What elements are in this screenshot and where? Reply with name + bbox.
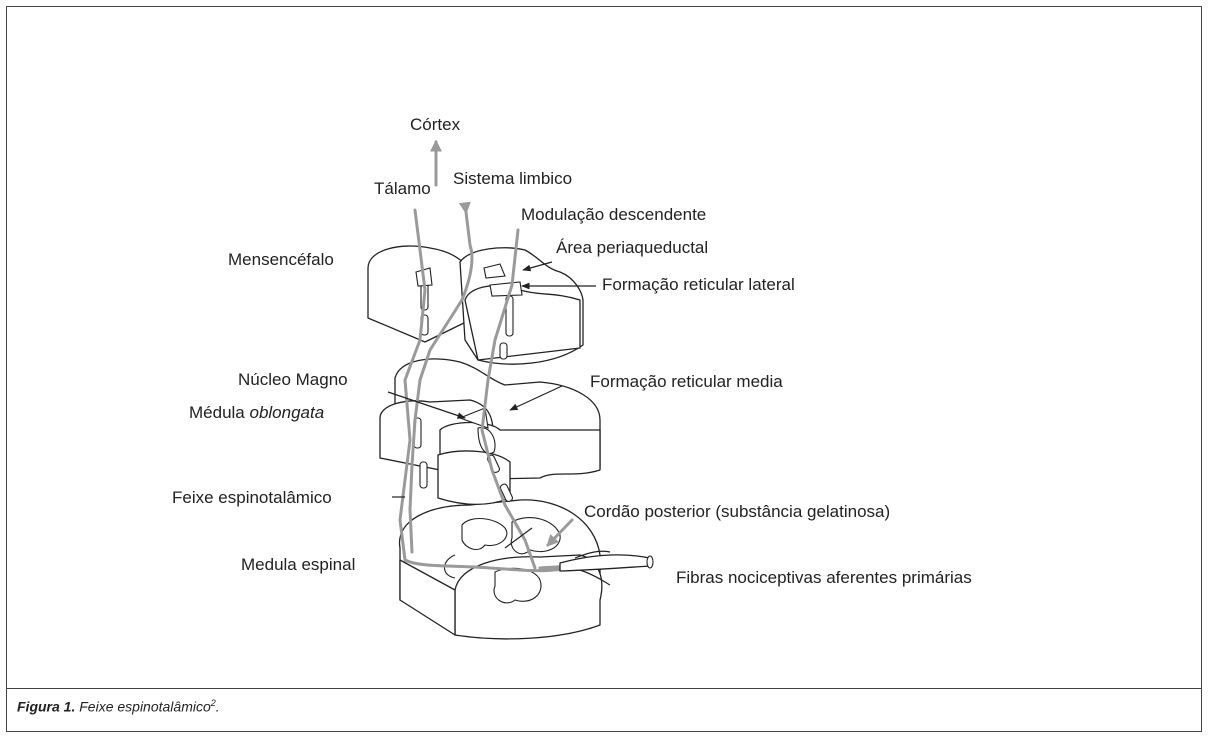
label-medula-oblongata: Médula oblongata [189, 403, 324, 422]
label-area-periaqueductal: Área periaqueductal [556, 238, 708, 257]
label-formacao-reticular-lateral: Formação reticular lateral [602, 275, 795, 294]
label-nucleo-magno: Núcleo Magno [238, 370, 348, 389]
label-medula-oblongata-prefix: Médula [189, 403, 249, 422]
label-talamo: Tálamo [374, 179, 431, 198]
label-medula-espinal: Medula espinal [241, 555, 355, 574]
label-cordao-posterior: Cordão posterior (substância gelatinosa) [584, 502, 890, 521]
label-cortex: Córtex [410, 115, 461, 134]
label-sistema-limbico: Sistema limbico [453, 169, 572, 188]
label-fibras-nociceptivas: Fibras nociceptivas aferentes primárias [676, 568, 972, 587]
label-medula-oblongata-italic: oblongata [249, 403, 324, 422]
mesencephalon-section [368, 246, 583, 364]
label-feixe-espinotalamico: Feixe espinotalâmico [172, 488, 332, 507]
label-formacao-reticular-media: Formação reticular media [590, 372, 783, 391]
label-modulacao-descendente: Modulação descendente [521, 205, 706, 224]
label-mensencefalo: Mensencéfalo [228, 250, 334, 269]
